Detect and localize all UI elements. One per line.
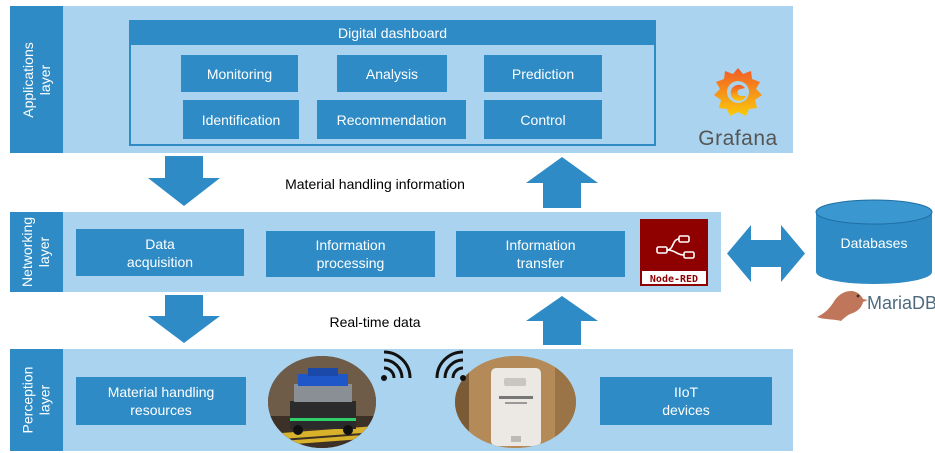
wifi-signal-icon-device xyxy=(433,348,469,384)
control-box: Control xyxy=(484,100,602,139)
perception-layer-label: Perception layer xyxy=(10,349,63,451)
monitoring-box: Monitoring xyxy=(181,55,298,92)
database-icon xyxy=(815,199,933,284)
node-red-logo-text: Node-RED xyxy=(640,269,708,286)
material-handling-info-label: Material handling information xyxy=(285,176,465,192)
grafana-icon xyxy=(714,68,762,116)
information-transfer-box: Information transfer xyxy=(456,231,625,277)
databases-label: Databases xyxy=(840,235,908,251)
digital-dashboard-title: Digital dashboard xyxy=(129,20,656,45)
prediction-box: Prediction xyxy=(484,55,602,92)
identification-box: Identification xyxy=(183,100,299,139)
data-acquisition-box: Data acquisition xyxy=(76,229,244,276)
up-arrow-icon-lower xyxy=(526,296,598,345)
mobile-robot-image xyxy=(268,356,376,448)
bidirectional-arrow-icon xyxy=(727,225,805,282)
down-arrow-icon xyxy=(148,156,220,206)
node-red-logo: Node-RED xyxy=(640,219,708,286)
seal-icon xyxy=(817,291,868,321)
mariadb-logo: MariaDB xyxy=(815,285,935,323)
grafana-logo: Grafana xyxy=(693,62,783,150)
analysis-box: Analysis xyxy=(337,55,447,92)
applications-layer-label: Applications layer xyxy=(10,6,63,153)
mariadb-logo-text: MariaDB xyxy=(867,293,935,313)
down-arrow-icon-lower xyxy=(148,295,220,343)
networking-layer-label: Networking layer xyxy=(10,212,63,292)
iiot-devices-box: IIoT devices xyxy=(600,377,772,425)
real-time-data-label: Real-time data xyxy=(329,314,421,330)
grafana-logo-text: Grafana xyxy=(698,127,778,150)
wifi-signal-icon xyxy=(378,348,414,384)
up-arrow-icon xyxy=(526,157,598,208)
databases-cylinder: Databases xyxy=(815,199,933,285)
node-red-icon xyxy=(656,235,695,259)
material-handling-resources-box: Material handling resources xyxy=(76,377,246,425)
information-processing-box: Information processing xyxy=(266,231,435,277)
iiot-device-image xyxy=(455,356,576,448)
recommendation-box: Recommendation xyxy=(317,100,466,139)
